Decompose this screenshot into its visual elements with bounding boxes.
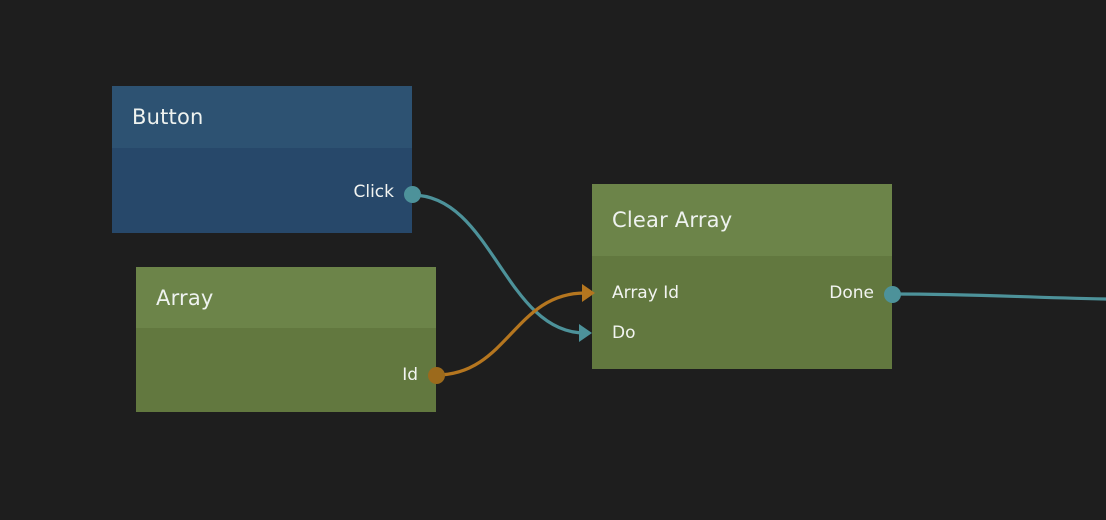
node-array[interactable]: Array Id: [136, 267, 445, 412]
exec-out-port-icon-done[interactable]: [883, 285, 901, 303]
node-clear-array-header[interactable]: Clear Array: [592, 184, 892, 256]
port-label-array-id: Array Id: [612, 282, 679, 303]
node-button-header[interactable]: Button: [112, 86, 412, 148]
wire-click-to-do: [410, 193, 587, 335]
node-array-body: Id: [136, 328, 436, 412]
port-label-do: Do: [612, 322, 636, 343]
node-clear-array-box: Clear Array Array Id Done Do: [592, 184, 892, 369]
node-array-header[interactable]: Array: [136, 267, 436, 328]
node-clear-array[interactable]: Clear Array Array Id Done Do: [579, 184, 901, 369]
node-button[interactable]: Button Click: [112, 86, 421, 233]
wire-id-to-array-id: [434, 291, 587, 377]
node-array-title: Array: [156, 285, 214, 310]
node-button-title: Button: [132, 105, 204, 129]
node-clear-array-title: Clear Array: [612, 208, 733, 232]
data-in-port-icon-array-id[interactable]: [582, 284, 595, 302]
port-row-array-id[interactable]: Array Id Done: [592, 282, 892, 304]
exec-out-port-icon-click[interactable]: [403, 186, 421, 203]
exec-in-port-icon-do[interactable]: [579, 324, 592, 342]
port-label-done: Done: [829, 282, 874, 303]
node-button-body: Click: [112, 148, 412, 233]
data-out-port-icon-id[interactable]: [427, 366, 445, 384]
node-array-box: Array Id: [136, 267, 436, 412]
node-clear-array-body: Array Id Done Do: [592, 256, 892, 369]
node-button-box: Button Click: [112, 86, 412, 233]
wire-done-output: [889, 292, 1106, 301]
port-row-click[interactable]: Click: [112, 181, 412, 203]
port-label-click: Click: [353, 181, 394, 202]
port-row-do[interactable]: Do: [592, 322, 892, 344]
port-label-id: Id: [402, 364, 418, 385]
port-row-id[interactable]: Id: [136, 364, 436, 386]
